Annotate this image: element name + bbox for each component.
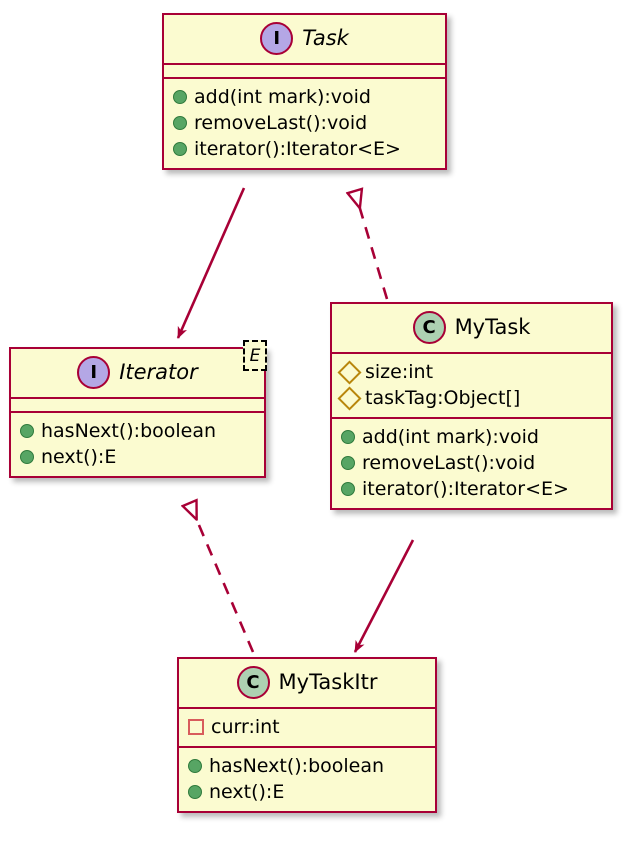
method-row[interactable]: iterator():Iterator<E>	[172, 136, 439, 162]
method-row[interactable]: hasNext():boolean	[187, 753, 429, 779]
methods-compartment-iterator: hasNext():boolean next():E	[11, 411, 264, 476]
method-label: removeLast():void	[194, 111, 368, 134]
private-visibility-icon	[188, 719, 204, 735]
class-badge-icon: C	[412, 311, 446, 344]
public-visibility-icon	[341, 482, 355, 496]
method-label: add(int mark):void	[362, 425, 539, 448]
method-row[interactable]: next():E	[187, 779, 429, 805]
attributes-compartment-iterator	[11, 397, 264, 411]
attribute-label: taskTag:Object[]	[365, 386, 521, 409]
public-visibility-icon	[188, 759, 202, 773]
attribute-row[interactable]: curr:int	[187, 714, 429, 740]
public-visibility-icon	[20, 424, 34, 438]
method-label: next():E	[41, 445, 117, 468]
method-row[interactable]: iterator():Iterator<E>	[340, 476, 605, 502]
method-label: hasNext():boolean	[209, 754, 385, 777]
method-row[interactable]: removeLast():void	[340, 450, 605, 476]
edge-mytask-uses-mytaskitr	[353, 539, 415, 653]
attribute-row[interactable]: size:int	[337, 359, 605, 385]
method-row[interactable]: add(int mark):void	[340, 424, 605, 450]
node-title-iterator: Iterator	[119, 360, 198, 385]
public-visibility-icon	[341, 430, 355, 444]
edge-mytask-implements-task	[355, 192, 389, 300]
node-header-mytaskitr: C MyTaskItr	[179, 659, 435, 707]
node-header-task: I Task	[164, 15, 445, 63]
edge-mytaskitr-implements-iterator	[190, 504, 255, 653]
edge-task-uses-iterator	[176, 187, 246, 339]
uml-node-mytask[interactable]: C MyTask size:int taskTag:Object[] add(i…	[330, 302, 613, 510]
method-label: removeLast():void	[362, 451, 536, 474]
public-visibility-icon	[173, 116, 187, 130]
method-label: iterator():Iterator<E>	[362, 477, 569, 500]
class-badge-icon: C	[236, 666, 270, 699]
attributes-compartment-mytaskitr: curr:int	[179, 707, 435, 746]
public-visibility-icon	[188, 785, 202, 799]
method-row[interactable]: next():E	[19, 444, 258, 470]
node-title-task: Task	[302, 26, 349, 51]
attribute-label: curr:int	[211, 715, 280, 738]
interface-badge-icon: I	[77, 356, 111, 389]
interface-badge-icon: I	[260, 22, 294, 55]
public-visibility-icon	[20, 450, 34, 464]
attributes-compartment-mytask: size:int taskTag:Object[]	[332, 352, 611, 417]
public-visibility-icon	[173, 90, 187, 104]
method-row[interactable]: add(int mark):void	[172, 84, 439, 110]
method-label: hasNext():boolean	[41, 419, 217, 442]
methods-compartment-mytaskitr: hasNext():boolean next():E	[179, 746, 435, 811]
methods-compartment-mytask: add(int mark):void removeLast():void ite…	[332, 417, 611, 508]
method-row[interactable]: hasNext():boolean	[19, 418, 258, 444]
generic-type-parameter-iterator: E	[243, 340, 267, 371]
attribute-row[interactable]: taskTag:Object[]	[337, 385, 605, 411]
protected-visibility-icon	[337, 359, 362, 385]
method-label: add(int mark):void	[194, 85, 371, 108]
node-header-iterator: I Iterator	[11, 349, 264, 397]
uml-node-mytaskitr[interactable]: C MyTaskItr curr:int hasNext():boolean n…	[177, 657, 437, 813]
attributes-compartment-task	[164, 63, 445, 77]
node-title-mytask: MyTask	[454, 315, 531, 340]
uml-node-iterator[interactable]: I Iterator hasNext():boolean next():E	[9, 347, 266, 478]
node-title-mytaskitr: MyTaskItr	[278, 670, 378, 695]
method-label: iterator():Iterator<E>	[194, 137, 401, 160]
node-header-mytask: C MyTask	[332, 304, 611, 352]
public-visibility-icon	[173, 142, 187, 156]
protected-visibility-icon	[337, 385, 362, 411]
public-visibility-icon	[341, 456, 355, 470]
uml-node-task[interactable]: I Task add(int mark):void removeLast():v…	[162, 13, 447, 170]
methods-compartment-task: add(int mark):void removeLast():void ite…	[164, 77, 445, 168]
method-row[interactable]: removeLast():void	[172, 110, 439, 136]
attribute-label: size:int	[365, 360, 434, 383]
method-label: next():E	[209, 780, 285, 803]
